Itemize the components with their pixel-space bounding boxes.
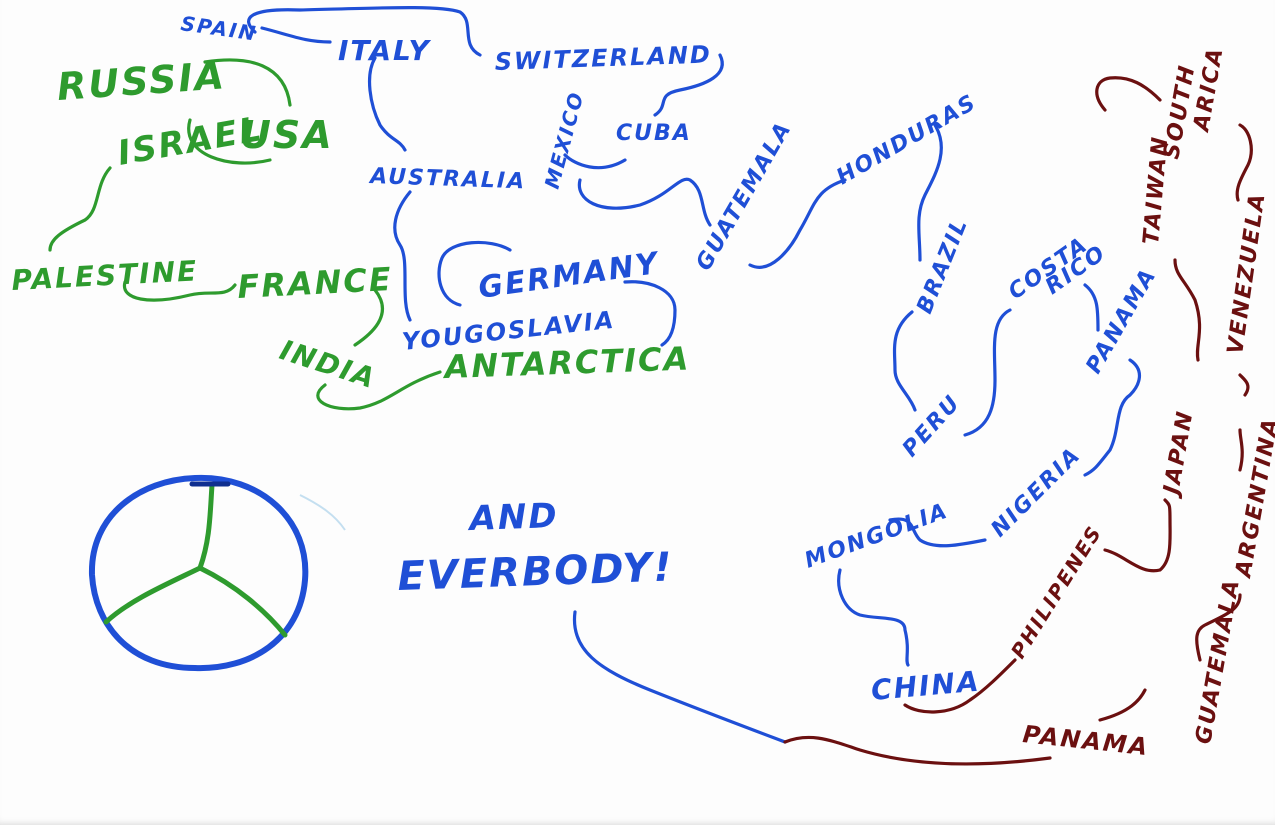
connector-line — [623, 280, 677, 347]
connector-line — [917, 123, 943, 262]
label-nigeria: NIGERIA — [987, 443, 1087, 543]
connector-line — [316, 370, 442, 411]
label-russia: RUSSIA — [56, 53, 228, 109]
connector-line — [1083, 283, 1100, 332]
label-mexico: MEXICO — [540, 88, 589, 191]
connector-line — [572, 610, 787, 744]
label-and: AND — [466, 496, 559, 539]
connector-line — [203, 58, 292, 107]
connector-line — [563, 153, 627, 170]
label-cuba: CUBA — [616, 121, 692, 146]
peace-sign-icon — [88, 474, 346, 672]
label-australia: AUSTRALIA — [368, 164, 527, 194]
label-china: CHINA — [870, 665, 982, 707]
label-palestine: PALESTINE — [11, 254, 199, 297]
connector-line — [1098, 688, 1147, 722]
connector-line — [1103, 498, 1172, 573]
connector-line — [437, 240, 512, 307]
label-japan: JAPAN — [1159, 408, 1199, 500]
connector-line — [1173, 258, 1202, 362]
label-philippines: PHILIPENES — [1006, 521, 1107, 663]
label-switzerland: SWITZERLAND — [494, 40, 712, 76]
connector-line — [1238, 428, 1244, 472]
label-italy: ITALY — [338, 34, 431, 67]
connector-line — [963, 308, 1012, 437]
connector-line — [892, 310, 917, 412]
label-honduras: HONDURAS — [833, 90, 982, 190]
label-panama: PANAMA — [1082, 264, 1162, 378]
label-taiwan: TAIWAN — [1139, 134, 1173, 245]
label-mongolia: MONGOLIA — [802, 499, 952, 574]
connector-line — [368, 56, 407, 152]
label-spain: SPAIN — [179, 11, 258, 45]
connector-line — [122, 280, 237, 302]
label-argentina: ARGENTINA — [1231, 415, 1275, 581]
connector-line — [1095, 76, 1162, 112]
connector-line — [1083, 358, 1141, 477]
label-antarctica: ANTARCTICA — [441, 339, 691, 386]
connector-line — [393, 190, 412, 322]
connector-line — [837, 568, 910, 667]
label-everybody: EVERBODY! — [397, 544, 675, 600]
connector-line — [260, 26, 332, 44]
label-india: INDIA — [276, 333, 381, 395]
connector-line — [888, 517, 987, 548]
connector-line — [577, 177, 712, 227]
label-peru: PERU — [898, 390, 966, 462]
label-panama-2: PANAMA — [1021, 720, 1150, 761]
connector-line — [247, 6, 482, 57]
connector-line — [748, 178, 847, 269]
connector-line — [1195, 593, 1242, 662]
label-france: FRANCE — [236, 260, 393, 306]
connector-line — [653, 53, 724, 117]
label-usa: USA — [240, 113, 334, 157]
label-germany: GERMANY — [476, 246, 662, 306]
label-brazil: BRAZIL — [912, 214, 973, 317]
connector-line — [783, 735, 1052, 766]
connector-line — [1235, 123, 1253, 202]
connector-line — [1238, 373, 1250, 397]
connector-line — [187, 118, 272, 165]
label-venezuela: VENEZUELA — [1223, 191, 1270, 356]
connector-lines — [48, 6, 1253, 766]
connector-line — [903, 658, 1017, 714]
connector-line — [48, 166, 112, 252]
label-guatemala: GUATEMALA — [692, 117, 798, 275]
connector-line — [353, 288, 384, 347]
